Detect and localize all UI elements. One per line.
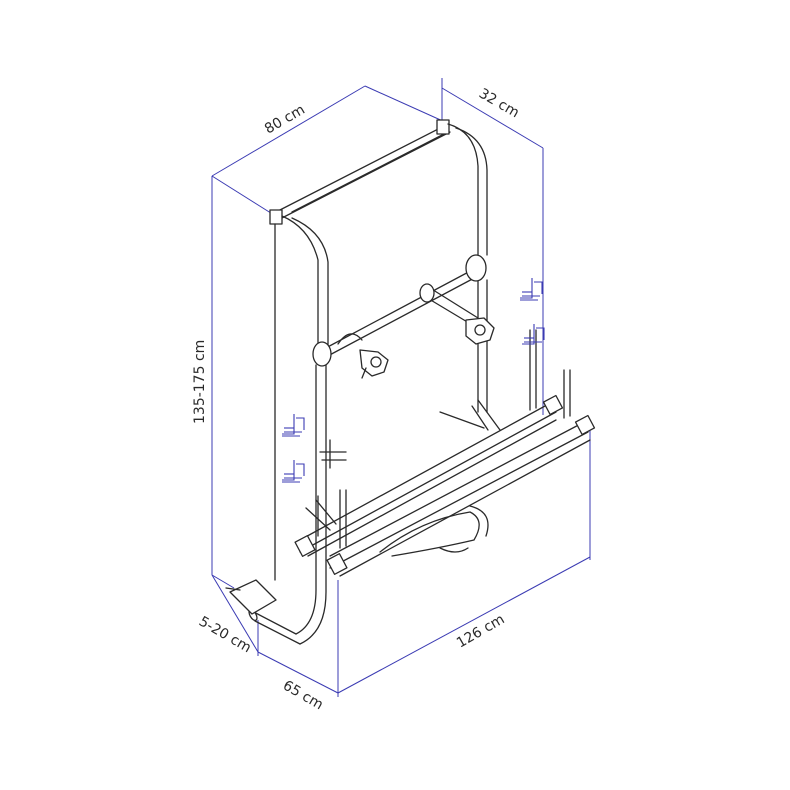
label-offset-bottom: 5-20 cm	[196, 614, 254, 657]
label-width-bottom: 126 cm	[454, 611, 507, 651]
dimension-lines	[211, 78, 591, 697]
label-height: 135-175 cm	[192, 340, 208, 424]
bracket-icon-upper-left	[282, 414, 305, 437]
bike-clamp-right	[465, 317, 495, 345]
bracket-icon-middle-right	[522, 324, 545, 345]
middle-crossbar	[312, 254, 487, 367]
foot-plate	[225, 579, 277, 615]
wall-bracket-icons	[282, 278, 545, 483]
bike-clamp-left	[359, 349, 389, 379]
rack-frame	[225, 119, 596, 645]
dim-line-depth-top	[441, 87, 544, 149]
dim-ext-offset	[211, 574, 235, 589]
left-upright	[248, 215, 329, 645]
top-crossbar	[269, 119, 451, 225]
label-depth-top: 32 cm	[476, 86, 522, 122]
dim-line-depth-bottom	[257, 651, 339, 694]
right-upright	[447, 123, 488, 413]
label-width-top: 80 cm	[262, 102, 308, 138]
rail-posts	[317, 329, 571, 549]
mount-bracket-left	[319, 439, 347, 469]
lower-rails	[294, 394, 596, 577]
dim-ext-width-top-right	[364, 85, 446, 123]
dim-ext-width-top-left	[211, 175, 275, 216]
dim-line-offset	[211, 574, 259, 653]
dim-line-width-bottom	[337, 556, 591, 694]
dim-line-width-top	[211, 85, 366, 177]
bracket-icon-lower-left	[282, 460, 305, 483]
bracket-icon-upper-right	[520, 278, 543, 301]
support-struts	[305, 399, 501, 531]
